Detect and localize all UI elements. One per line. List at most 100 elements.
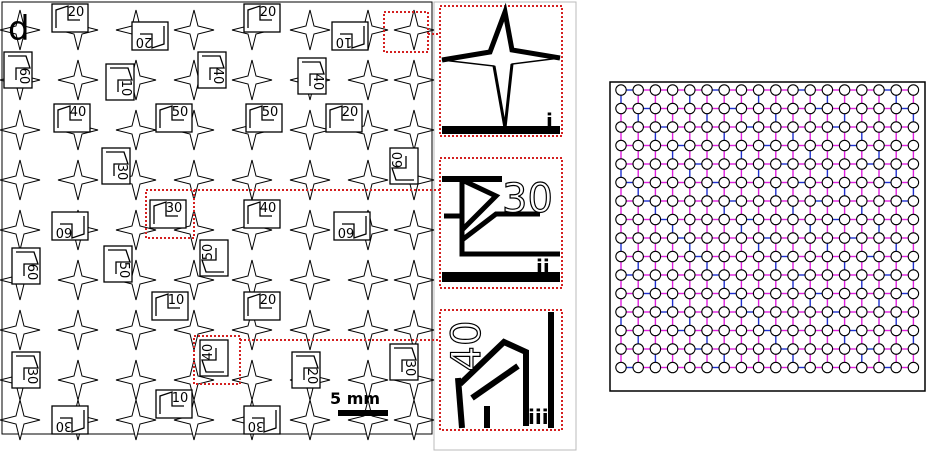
node — [684, 361, 696, 374]
tile-number: 20 — [260, 293, 277, 308]
node — [684, 176, 696, 189]
node — [838, 102, 851, 115]
node — [632, 269, 644, 281]
node — [649, 250, 662, 263]
node — [649, 176, 662, 189]
tile-number: 40 — [310, 74, 325, 91]
node — [821, 102, 834, 115]
node — [838, 269, 851, 281]
tile: 30 — [389, 343, 419, 381]
node — [821, 213, 834, 226]
node — [804, 287, 816, 300]
tile: 20 — [131, 21, 169, 51]
node — [787, 84, 799, 96]
node — [873, 269, 885, 281]
tile-number: 10 — [336, 34, 353, 49]
node — [701, 250, 713, 263]
node — [615, 158, 627, 170]
node — [821, 306, 834, 318]
node — [770, 195, 782, 207]
node — [804, 102, 816, 115]
node — [856, 324, 868, 337]
panel-label: d — [8, 9, 30, 49]
cross-joint — [0, 399, 41, 441]
node — [752, 195, 765, 207]
node — [787, 361, 799, 374]
node — [890, 324, 902, 337]
node — [804, 139, 816, 152]
node — [856, 269, 868, 281]
node — [684, 250, 696, 263]
node — [649, 213, 662, 226]
tile: 30 — [149, 199, 187, 229]
cross-joint — [0, 209, 41, 251]
node — [787, 250, 799, 263]
node — [701, 269, 713, 281]
node — [821, 287, 834, 300]
node — [735, 139, 748, 152]
node — [890, 269, 902, 281]
node — [752, 324, 765, 337]
node — [701, 84, 713, 96]
node — [907, 343, 920, 355]
node — [787, 121, 799, 133]
node — [666, 343, 679, 355]
node — [873, 84, 885, 96]
node — [804, 121, 816, 133]
node — [701, 195, 713, 207]
node — [890, 287, 902, 300]
node — [787, 287, 799, 300]
node — [804, 343, 816, 355]
highlight-box-i — [383, 11, 429, 53]
node — [649, 195, 662, 207]
cross-joint — [231, 159, 273, 201]
tile: 60 — [389, 147, 419, 185]
node — [615, 269, 627, 281]
node — [684, 195, 696, 207]
tile-number: 40 — [210, 68, 225, 85]
node — [821, 361, 834, 374]
node — [632, 250, 644, 263]
node — [666, 250, 679, 263]
node — [838, 287, 851, 300]
node — [684, 343, 696, 355]
node — [770, 287, 782, 300]
node — [804, 361, 816, 374]
node — [649, 121, 662, 133]
node — [907, 84, 920, 96]
tile-number: 30 — [114, 164, 129, 181]
node — [649, 102, 662, 115]
tile: 50 — [245, 103, 283, 133]
node — [890, 176, 902, 189]
node — [718, 306, 730, 318]
node — [907, 306, 920, 318]
node — [770, 139, 782, 152]
node — [873, 139, 885, 152]
node — [666, 195, 679, 207]
node — [890, 250, 902, 263]
inset-iii: 40 iii — [439, 309, 563, 431]
node — [804, 324, 816, 337]
node — [718, 84, 730, 96]
node — [684, 324, 696, 337]
node — [666, 102, 679, 115]
node — [701, 306, 713, 318]
node — [666, 176, 679, 189]
node — [632, 195, 644, 207]
node — [770, 343, 782, 355]
node — [907, 158, 920, 170]
node — [684, 139, 696, 152]
node — [735, 158, 748, 170]
node — [632, 84, 644, 96]
node — [752, 250, 765, 263]
node — [873, 195, 885, 207]
node — [735, 102, 748, 115]
node — [752, 102, 765, 115]
cross-joint — [347, 59, 389, 101]
node — [718, 121, 730, 133]
node — [718, 250, 730, 263]
node — [718, 195, 730, 207]
node — [804, 195, 816, 207]
cross-joint — [115, 259, 157, 301]
tile-number: 20 — [342, 105, 359, 120]
